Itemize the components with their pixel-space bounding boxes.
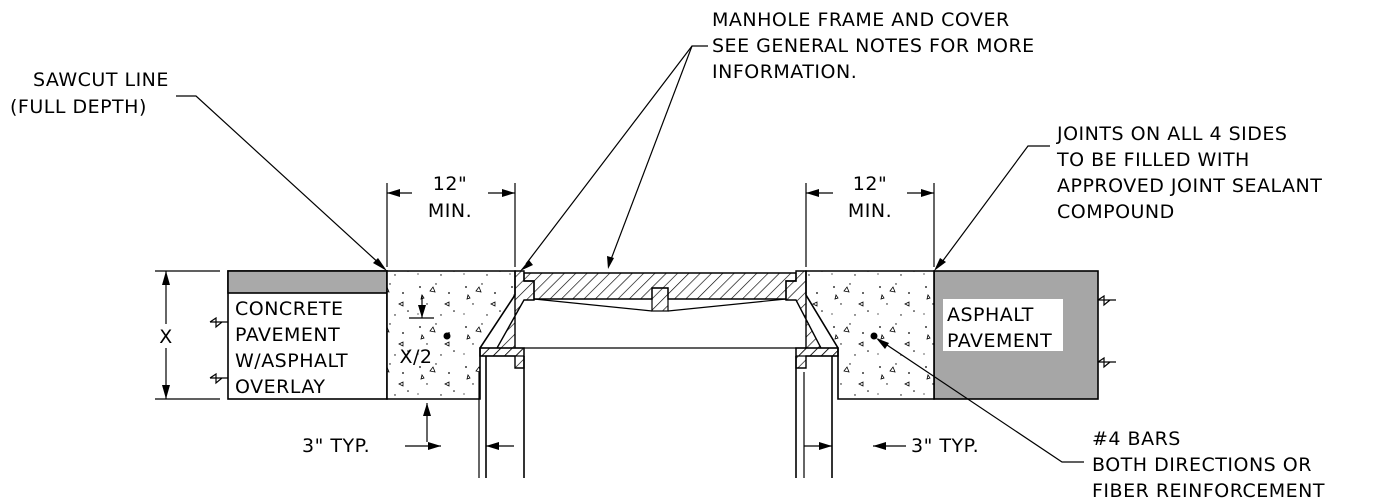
note-joints: JOINTS ON ALL 4 SIDES TO BE FILLED WITH … xyxy=(1056,123,1322,223)
note-manhole-line-1: MANHOLE FRAME AND COVER xyxy=(712,9,1010,31)
dim-3-typ-right-label: 3" TYP. xyxy=(911,435,979,457)
asphalt-label-line-1: ASPHALT xyxy=(947,304,1034,326)
concrete-collar-left xyxy=(386,270,516,400)
manhole-frame-and-cover xyxy=(478,270,839,478)
note-joints-line-3: APPROVED JOINT SEALANT xyxy=(1057,175,1322,197)
note-joints-line-4: COMPOUND xyxy=(1057,201,1175,223)
dimension-half-depth: X/2 xyxy=(399,295,432,368)
break-lines xyxy=(209,294,1116,385)
asphalt-pavement-label: ASPHALT PAVEMENT xyxy=(947,304,1052,352)
note-sawcut-line-2: (FULL DEPTH) xyxy=(10,96,147,118)
dimension-3-typ-right: 3" TYP. xyxy=(804,435,979,457)
note-bars-line-3: FIBER REINFORCEMENT xyxy=(1092,480,1325,500)
concrete-label-line-1: CONCRETE xyxy=(235,298,344,320)
dim-depth-label: X xyxy=(159,326,173,348)
leaders xyxy=(176,45,1084,463)
asphalt-label-line-2: PAVEMENT xyxy=(947,330,1052,352)
dimension-12-right: 12" MIN. xyxy=(806,173,934,222)
concrete-label-line-3: W/ASPHALT xyxy=(235,350,348,372)
note-sawcut-line-1: SAWCUT LINE xyxy=(33,69,169,91)
note-joints-line-1: JOINTS ON ALL 4 SIDES xyxy=(1056,123,1287,145)
concrete-collar-right xyxy=(805,270,935,400)
concrete-pavement-label: CONCRETE PAVEMENT W/ASPHALT OVERLAY xyxy=(235,298,348,398)
concrete-label-line-2: PAVEMENT xyxy=(235,324,340,346)
dim-12-right-value: 12" xyxy=(853,173,887,195)
note-manhole: MANHOLE FRAME AND COVER SEE GENERAL NOTE… xyxy=(712,9,1035,83)
concrete-label-line-4: OVERLAY xyxy=(235,376,325,398)
dimension-12-left: 12" MIN. xyxy=(387,173,515,222)
rebar-left xyxy=(443,332,451,340)
note-bars-line-2: BOTH DIRECTIONS OR xyxy=(1092,454,1312,476)
concrete-pavement-section xyxy=(227,270,388,400)
dim-3-typ-left-label: 3" TYP. xyxy=(302,435,370,457)
asphalt-pavement-section xyxy=(933,270,1099,400)
rebar-right xyxy=(870,332,878,340)
dim-12-left-min: MIN. xyxy=(428,200,472,222)
note-manhole-line-2: SEE GENERAL NOTES FOR MORE xyxy=(712,35,1035,57)
note-joints-line-2: TO BE FILLED WITH xyxy=(1056,149,1250,171)
dimension-depth-x: X xyxy=(159,271,173,399)
note-sawcut: SAWCUT LINE (FULL DEPTH) xyxy=(10,69,169,118)
dim-12-left-value: 12" xyxy=(433,173,467,195)
dim-12-right-min: MIN. xyxy=(848,200,892,222)
dimension-3-typ-left: 3" TYP. xyxy=(302,403,514,457)
note-bars: #4 BARS BOTH DIRECTIONS OR FIBER REINFOR… xyxy=(1092,428,1325,500)
note-manhole-line-3: INFORMATION. xyxy=(712,61,857,83)
note-bars-line-1: #4 BARS xyxy=(1092,428,1181,450)
dim-half-depth-label: X/2 xyxy=(399,346,432,368)
